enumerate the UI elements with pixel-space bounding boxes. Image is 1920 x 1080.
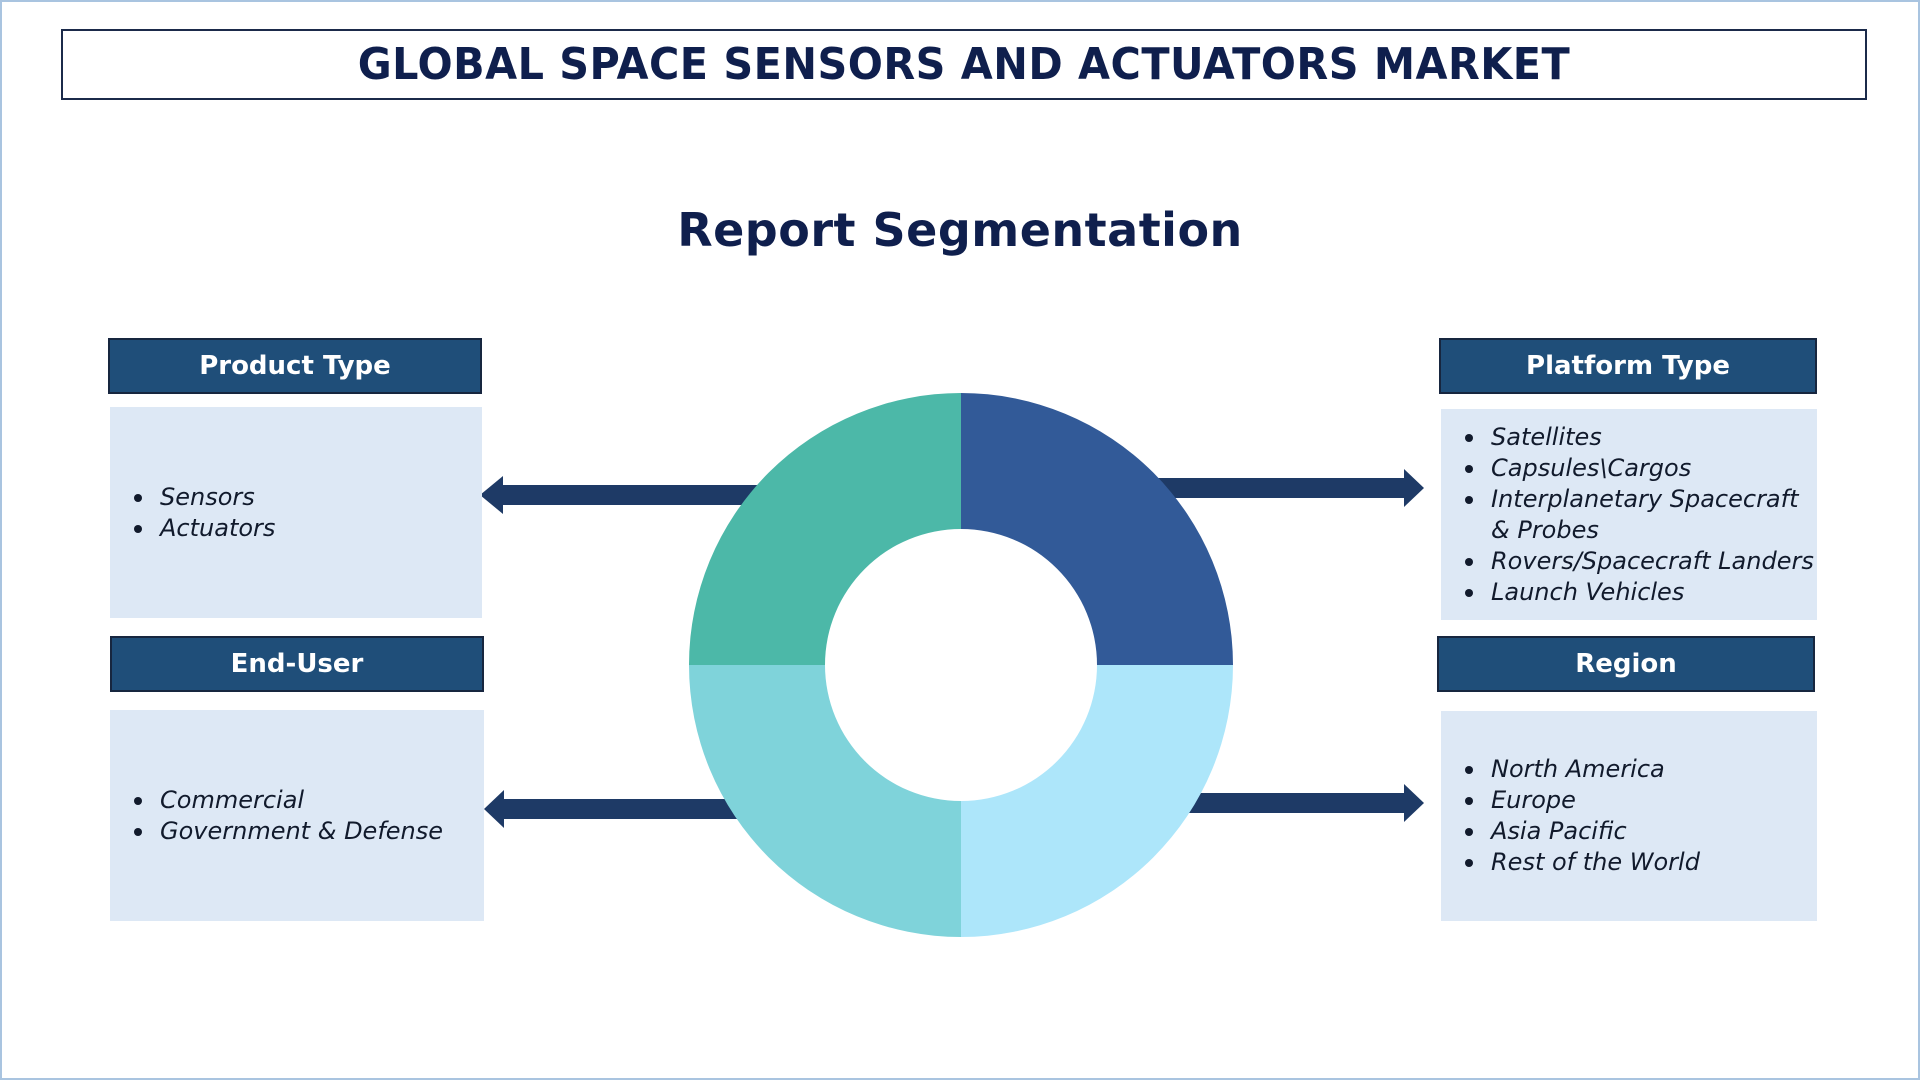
section-title: Report Segmentation [677,203,1243,257]
list-item: Government & Defense [133,816,444,845]
donut-segment-top-right [961,393,1233,665]
list-item: Actuators [133,513,276,542]
list-item: Interplanetary Spacecraft [1465,484,1814,515]
arrow-left-icon [484,790,742,828]
arrow-right-icon [1150,469,1424,507]
donut-segment-top-left [689,393,961,665]
product-type-header: Product Type [108,338,482,394]
list-item: Launch Vehicles [1465,577,1814,608]
list-item: Rovers/Spacecraft Landers [1465,546,1814,575]
platform-type-title: Platform Type [1526,351,1730,381]
donut-segment-bottom-left [689,665,961,937]
region-title: Region [1575,649,1677,679]
region-list: North America Europe Asia Pacific Rest o… [1441,711,1817,921]
end-user-title: End-User [230,649,364,679]
list-item: Europe [1465,785,1700,816]
list-item-continuation: & Probes [1491,515,1599,544]
donut-segment-bottom-right [961,665,1233,937]
end-user-header: End-User [110,636,484,692]
product-type-title: Product Type [199,351,391,381]
arrow-left-icon [480,476,770,514]
platform-type-header: Platform Type [1439,338,1817,394]
list-item: Satellites [1465,422,1814,453]
arrow-right-icon [1180,784,1424,822]
platform-type-list: Satellites Capsules\Cargos Interplanetar… [1441,409,1817,620]
list-item: Asia Pacific [1465,816,1700,847]
donut-chart [689,393,1233,937]
list-item: Rest of the World [1465,848,1700,876]
list-item: North America [1465,754,1700,785]
list-item: Commercial [133,785,443,816]
title-banner: GLOBAL SPACE SENSORS AND ACTUATORS MARKE… [61,29,1867,100]
region-header: Region [1437,636,1815,692]
list-item: Sensors [133,482,275,513]
product-type-list: Sensors Actuators [110,407,482,618]
page-title: GLOBAL SPACE SENSORS AND ACTUATORS MARKE… [357,39,1571,90]
end-user-list: Commercial Government & Defense [110,710,484,921]
list-item: Capsules\Cargos [1465,453,1814,484]
